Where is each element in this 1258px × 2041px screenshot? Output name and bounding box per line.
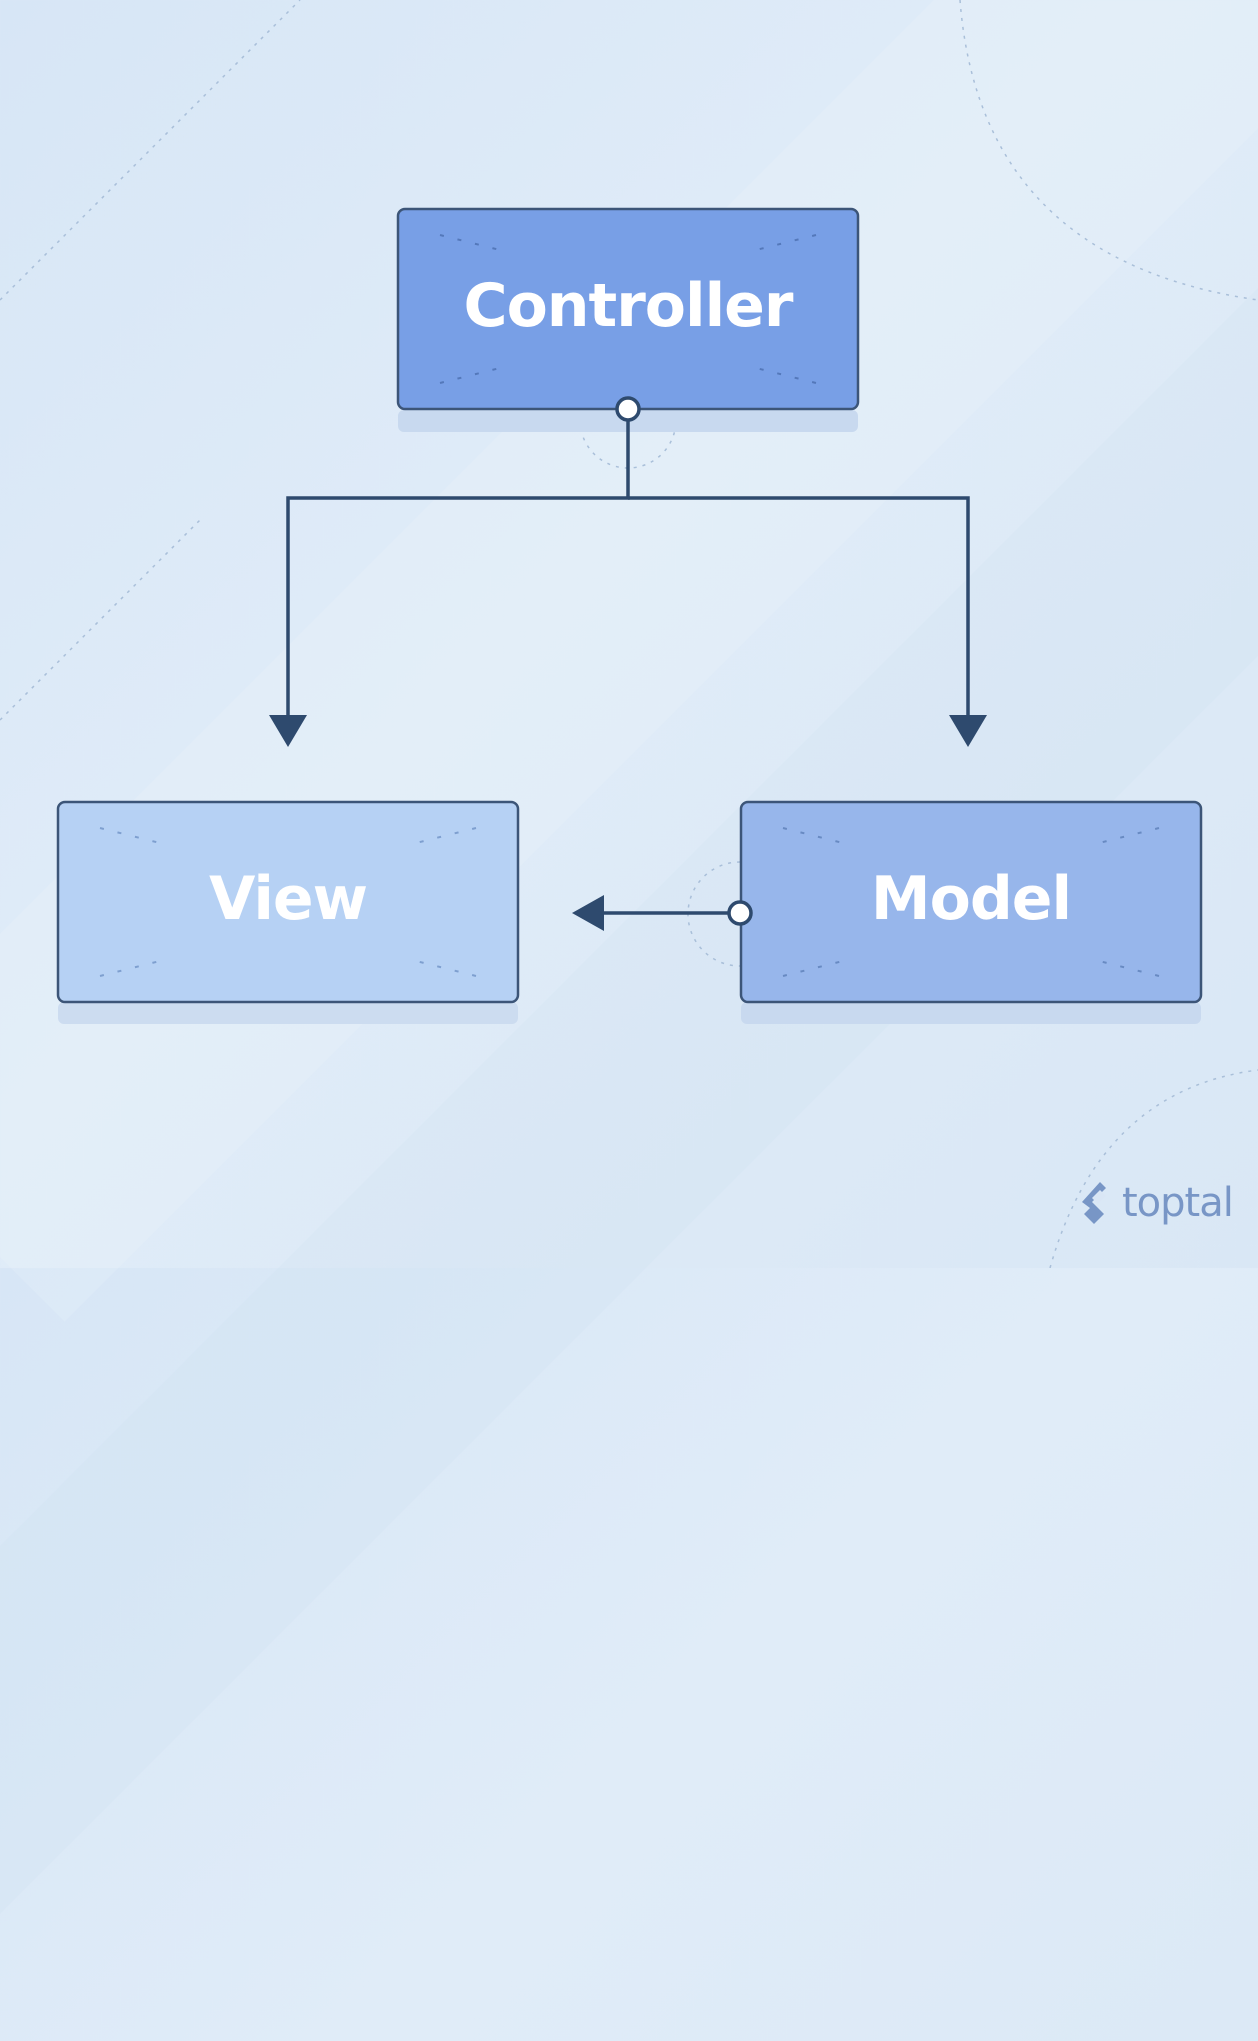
- arrowhead-to-model: [949, 715, 987, 747]
- view-node: View: [56, 800, 520, 1024]
- toptal-logo: toptal: [1080, 1180, 1234, 1226]
- toptal-logo-text: toptal: [1122, 1180, 1234, 1226]
- controller-port: [615, 396, 641, 422]
- view-box: [56, 800, 520, 1004]
- model-port: [727, 900, 753, 926]
- mvc-diagram: Controller View Model: [0, 0, 1258, 1268]
- model-shadow: [741, 1002, 1201, 1024]
- edge-controller-model: [628, 496, 970, 725]
- arrowhead-to-view: [269, 715, 307, 747]
- model-node: Model: [739, 800, 1203, 1024]
- connectors: [286, 410, 970, 915]
- controller-label: Controller: [464, 271, 794, 341]
- model-label: Model: [871, 864, 1071, 934]
- ports: [615, 396, 753, 926]
- view-label: View: [209, 864, 367, 934]
- view-shadow: [58, 1002, 518, 1024]
- toptal-logo-icon: [1082, 1182, 1106, 1224]
- decorative-arcs: [0, 0, 1258, 1268]
- controller-node: Controller: [396, 207, 860, 432]
- arrowheads: [269, 715, 987, 931]
- arrowhead-model-to-view: [572, 895, 604, 931]
- edge-controller-view: [286, 410, 630, 725]
